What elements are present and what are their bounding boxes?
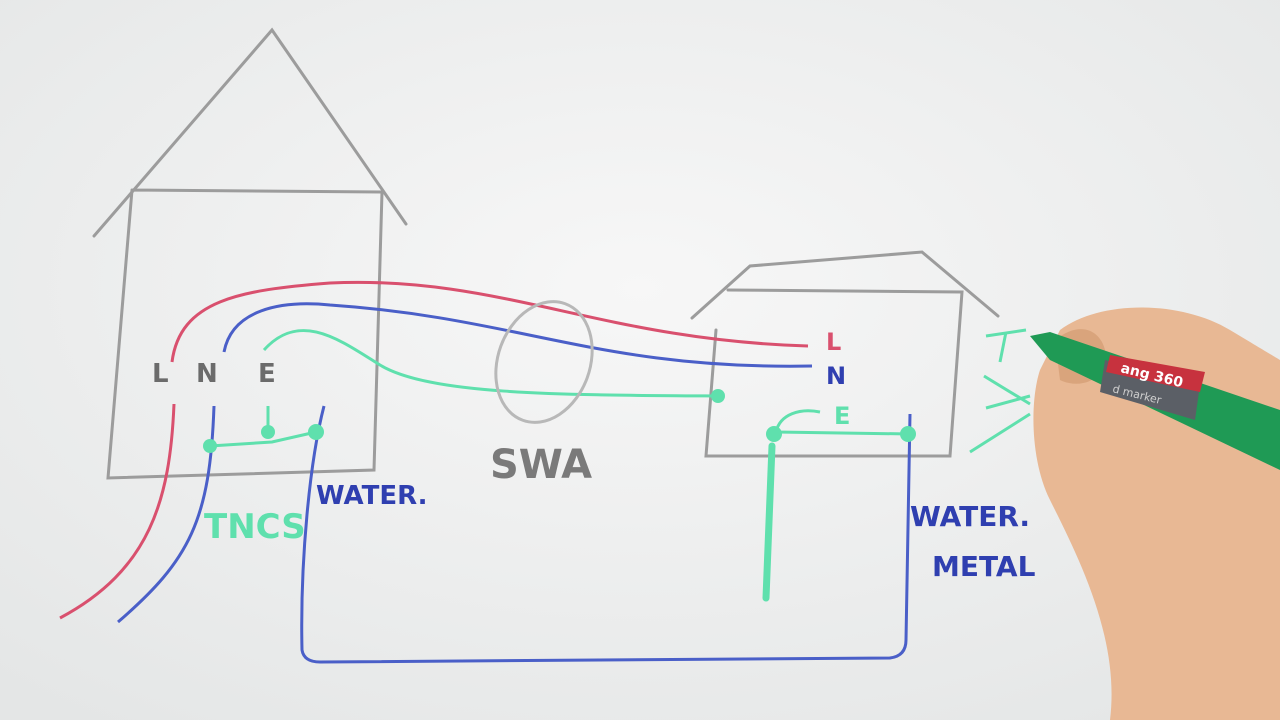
earth-rod [762, 442, 776, 602]
swa-cable-ring [494, 300, 594, 424]
house-terminal-l: L [152, 359, 169, 389]
hand-with-marker: ang 360 d marker [1030, 307, 1280, 720]
earthing-label: TNCS [204, 507, 306, 547]
house-outline [92, 27, 408, 480]
swa-label: SWA [490, 442, 592, 488]
connection-dots [203, 389, 916, 453]
live-wire-supply [59, 403, 176, 620]
earth-symbol-sketch [969, 328, 1031, 454]
live-wire [170, 280, 809, 363]
water-label: WATER. [316, 481, 428, 511]
outbuilding-terminal-e: E [834, 402, 850, 430]
house-terminal-e: E [258, 359, 276, 389]
house-terminal-n: N [196, 359, 218, 389]
outbuilding-terminal-n: N [826, 362, 846, 390]
neutral-wire [222, 302, 813, 368]
water-metal-label-line1: WATER. [910, 500, 1030, 533]
earth-wire [262, 329, 719, 398]
outbuilding-terminal-l: L [826, 328, 841, 356]
water-metal-label-line2: METAL [932, 550, 1036, 583]
water-bond-wire [300, 405, 912, 664]
outbuilding-outline [690, 250, 1000, 458]
